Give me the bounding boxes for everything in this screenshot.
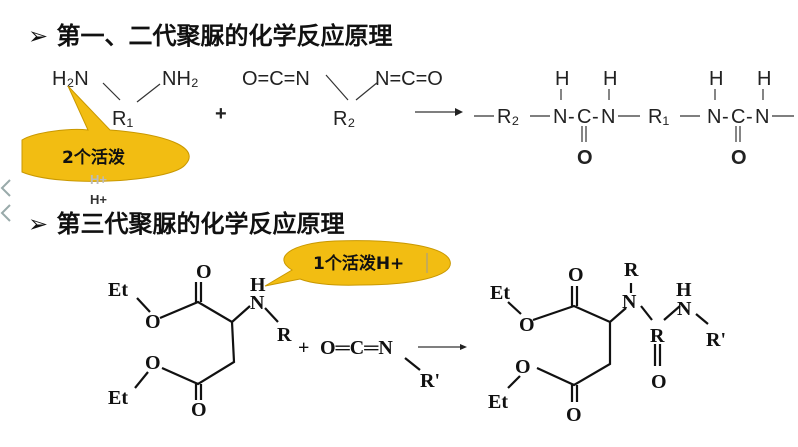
h: H bbox=[555, 68, 569, 90]
h: H bbox=[709, 68, 723, 90]
polyurea-product: R₂ N - C - N R₁ N - C - N H H H H O O bbox=[474, 68, 794, 169]
chevron-left-icon bbox=[0, 179, 11, 197]
isocyanate-left: O=C=N bbox=[242, 68, 310, 90]
n: N bbox=[707, 106, 721, 128]
plus-sign: + bbox=[298, 337, 309, 359]
r-prime: R' bbox=[706, 329, 726, 351]
et: Et bbox=[488, 391, 508, 413]
reaction-2: Et O O H N R O Et O + O═C═N R' Et O O R … bbox=[108, 259, 726, 426]
r: R bbox=[650, 325, 665, 347]
arrow-head-icon bbox=[460, 344, 467, 350]
heading-text: 第三代聚脲的化学反应原理 bbox=[56, 210, 345, 238]
heading-third-gen: ➢ 第三代聚脲的化学反应原理 bbox=[28, 210, 344, 238]
h: H bbox=[757, 68, 771, 90]
heading-text: 第一、二代聚脲的化学反应原理 bbox=[56, 22, 393, 50]
o: O bbox=[566, 404, 582, 426]
r: R bbox=[624, 259, 639, 281]
n: N bbox=[755, 106, 769, 128]
o: O bbox=[568, 264, 584, 286]
ghost-text: H+ bbox=[90, 172, 107, 187]
hyphen: - bbox=[746, 106, 753, 128]
urea-product: Et O O R N H N R O R' O Et O bbox=[488, 259, 726, 426]
r: R bbox=[277, 324, 292, 346]
bond bbox=[136, 83, 161, 103]
bond bbox=[325, 74, 349, 101]
n: N bbox=[622, 291, 637, 313]
callout-text: 1个活泼H+ bbox=[313, 253, 404, 274]
r2: R₂ bbox=[497, 106, 519, 128]
arrow-head-icon bbox=[455, 108, 463, 116]
n: N bbox=[601, 106, 615, 128]
aspartate-ester: Et O O H N R O Et O bbox=[108, 261, 292, 421]
bond bbox=[355, 81, 379, 101]
diamine-left: H₂N bbox=[52, 68, 89, 90]
isocyanate-right: N=C=O bbox=[375, 68, 443, 90]
o: O bbox=[515, 356, 531, 378]
ghost-text: H+ bbox=[90, 192, 107, 207]
o: O bbox=[145, 311, 161, 333]
c: C bbox=[731, 106, 745, 128]
n: N bbox=[677, 298, 692, 320]
h: H bbox=[250, 274, 266, 296]
hyphen: - bbox=[592, 106, 599, 128]
reaction-1: H₂N NH₂ R₁ + O=C=N N=C=O R₂ R₂ N - C - N… bbox=[52, 68, 794, 169]
plus-sign: + bbox=[215, 103, 227, 125]
chevron-left-icon bbox=[0, 204, 11, 222]
bond bbox=[404, 357, 421, 371]
o: O bbox=[196, 261, 212, 283]
h: H bbox=[676, 279, 692, 301]
c: C bbox=[577, 106, 591, 128]
diamine-core: R₁ bbox=[112, 108, 133, 130]
n: N bbox=[553, 106, 567, 128]
bullet-icon: ➢ bbox=[28, 210, 49, 238]
hyphen: - bbox=[568, 106, 575, 128]
o: O bbox=[731, 147, 747, 169]
h: H bbox=[603, 68, 617, 90]
et: Et bbox=[108, 279, 128, 301]
callout-2-active-h: 2个活泼 H+ H+ bbox=[21, 85, 190, 207]
r-prime: R' bbox=[420, 370, 440, 392]
callout-text: 2个活泼 bbox=[62, 147, 126, 168]
r1: R₁ bbox=[648, 106, 669, 128]
o: O bbox=[519, 314, 535, 336]
o: O bbox=[145, 352, 161, 374]
callout-1-active-h: 1个活泼H+ bbox=[264, 240, 451, 287]
isocyanate: O═C═N bbox=[320, 337, 393, 359]
bond bbox=[102, 82, 121, 101]
et: Et bbox=[490, 282, 510, 304]
n: N bbox=[250, 292, 265, 314]
o: O bbox=[191, 399, 207, 421]
heading-first-second-gen: ➢ 第一、二代聚脲的化学反应原理 bbox=[28, 22, 392, 50]
et: Et bbox=[108, 387, 128, 409]
bullet-icon: ➢ bbox=[28, 22, 49, 50]
o: O bbox=[651, 371, 667, 393]
hyphen: - bbox=[722, 106, 729, 128]
diamine-right: NH₂ bbox=[162, 68, 199, 90]
o: O bbox=[577, 147, 593, 169]
diisocyanate-core: R₂ bbox=[333, 108, 355, 130]
